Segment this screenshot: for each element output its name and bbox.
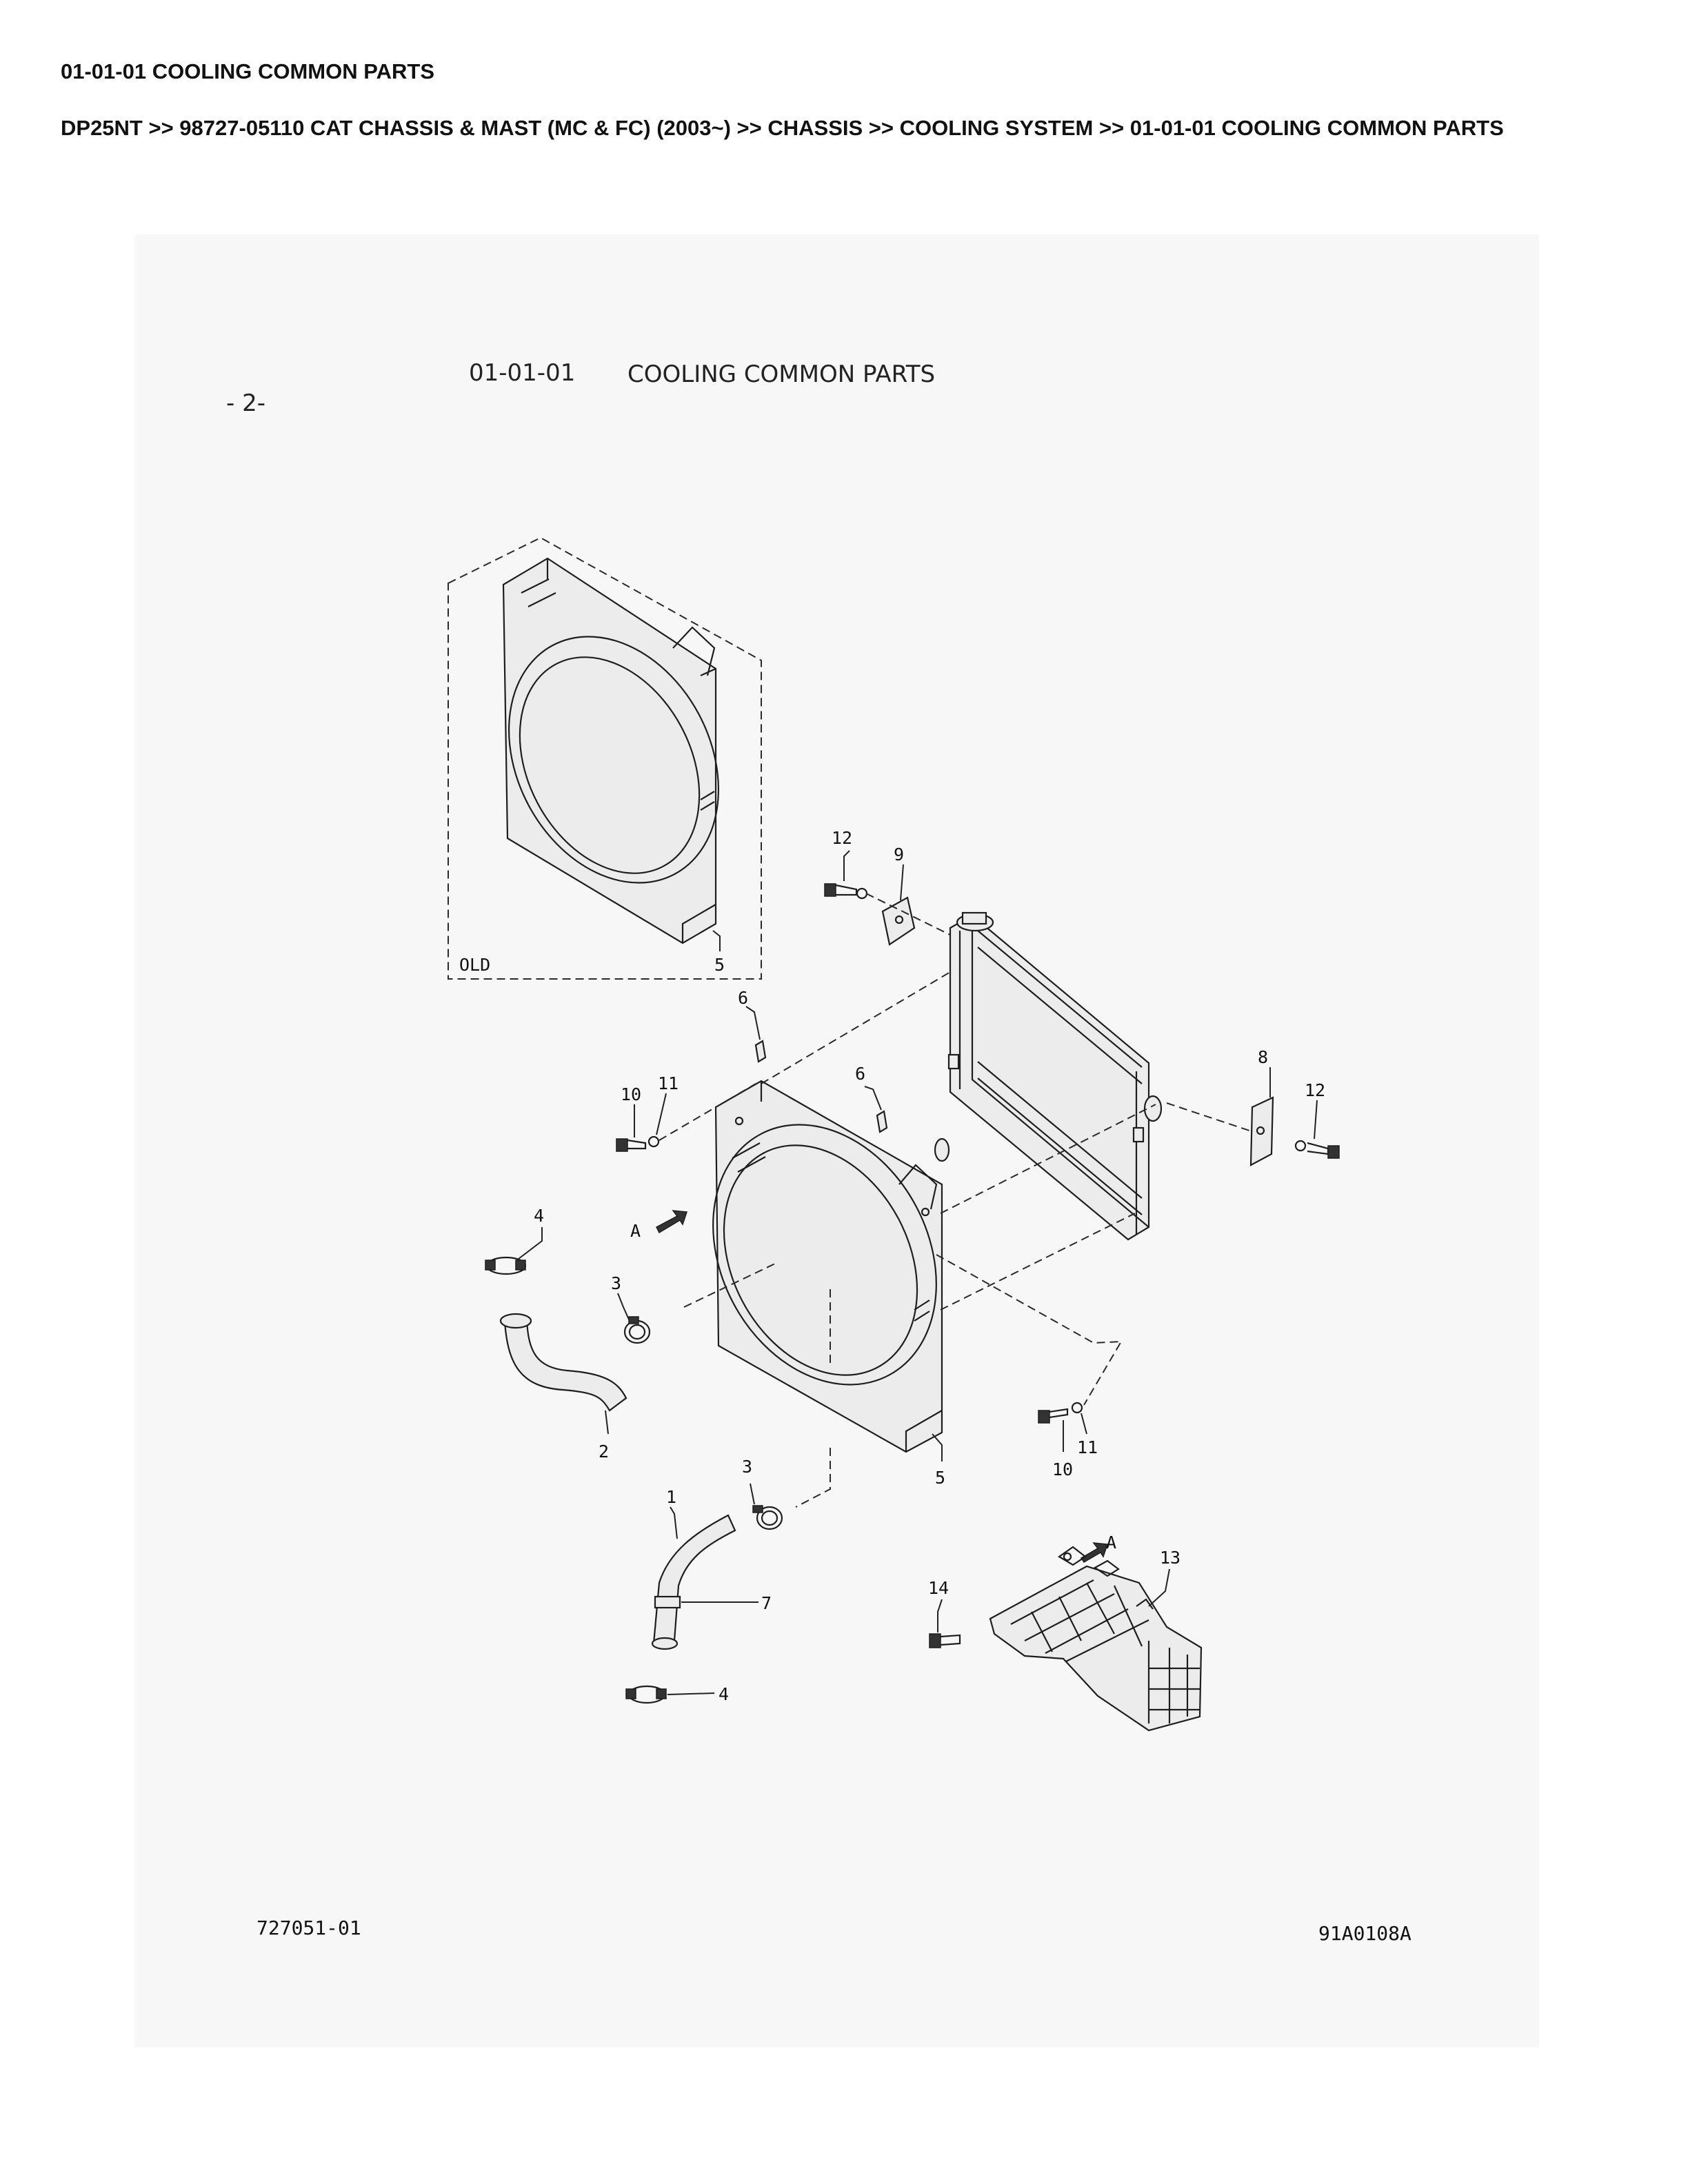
clip-6-left [754, 1040, 767, 1063]
lower-hose-1 [651, 1514, 736, 1650]
callout-5: 5 [935, 1468, 945, 1488]
section-code: 01-01-01 [469, 359, 575, 387]
callout-6-left: 6 [738, 988, 748, 1008]
drawing-number-left: 727051-01 [257, 1917, 361, 1939]
callout-3-upper: 3 [611, 1273, 621, 1293]
bolt-14 [929, 1633, 961, 1648]
old-label: OLD [459, 955, 490, 975]
callout-10-left: 10 [621, 1084, 641, 1104]
view-arrow-label-left: A [630, 1221, 641, 1241]
callout-6-right: 6 [855, 1064, 865, 1084]
callout-12-right: 12 [1305, 1080, 1325, 1100]
callout-5-old: 5 [714, 955, 725, 975]
radiator [934, 911, 1163, 1241]
bracket-9 [881, 896, 916, 946]
hose-clamp-3-upper [623, 1316, 651, 1344]
page-title: 01-01-01 COOLING COMMON PARTS [61, 59, 435, 83]
callout-9: 9 [894, 845, 904, 865]
bolt-12-right [1294, 1140, 1340, 1159]
washer-11-right [1071, 1402, 1083, 1414]
callout-4-top: 4 [534, 1206, 544, 1226]
bracket-8 [1249, 1096, 1274, 1166]
callout-11-left: 11 [658, 1073, 679, 1093]
clip-6-right [876, 1110, 888, 1133]
bolt-10-left [616, 1138, 647, 1152]
callout-11-right: 11 [1077, 1437, 1098, 1457]
hose-clamp-3-lower [752, 1505, 783, 1530]
section-title: COOLING COMMON PARTS [627, 361, 935, 388]
view-arrow-a-right: A [1080, 1533, 1116, 1564]
callout-14: 14 [928, 1578, 949, 1598]
drawing-number-right: 91A0108A [1318, 1922, 1411, 1945]
bolt-10-right [1038, 1408, 1069, 1424]
callout-4-bottom: 4 [719, 1684, 729, 1704]
breadcrumb: DP25NT >> 98727-05110 CAT CHASSIS & MAST… [61, 116, 1504, 140]
callout-12-top: 12 [832, 828, 852, 848]
old-fan-shroud-inset: OLD 5 [448, 536, 762, 980]
callout-3-lower: 3 [742, 1457, 752, 1477]
assembly-guide-lines [659, 893, 1250, 1508]
fan-shroud [712, 1080, 943, 1453]
parts-diagram: - 2- 01-01-01 COOLING COMMON PARTS OLD 5 [135, 234, 1539, 2048]
callout-13: 13 [1160, 1548, 1180, 1568]
callout-10-right: 10 [1052, 1459, 1073, 1479]
upper-hose-2 [499, 1313, 627, 1412]
old-fan-shroud [502, 557, 719, 944]
page-mark: - 2- [226, 390, 265, 417]
view-arrow-label-right: A [1106, 1533, 1116, 1553]
callout-1: 1 [666, 1487, 676, 1507]
bolt-12-top [824, 883, 868, 900]
fan-guard-13 [989, 1546, 1203, 1732]
washer-11-left [647, 1135, 660, 1148]
callout-7: 7 [761, 1593, 772, 1613]
callout-8: 8 [1258, 1047, 1268, 1067]
view-arrow-a-left: A [630, 1210, 688, 1241]
hose-clamp-4-bottom [625, 1685, 667, 1704]
hose-clamp-4-top [485, 1256, 527, 1275]
callout-2: 2 [599, 1442, 609, 1462]
exploded-view-drawing: - 2- 01-01-01 COOLING COMMON PARTS OLD 5 [226, 359, 1411, 1945]
